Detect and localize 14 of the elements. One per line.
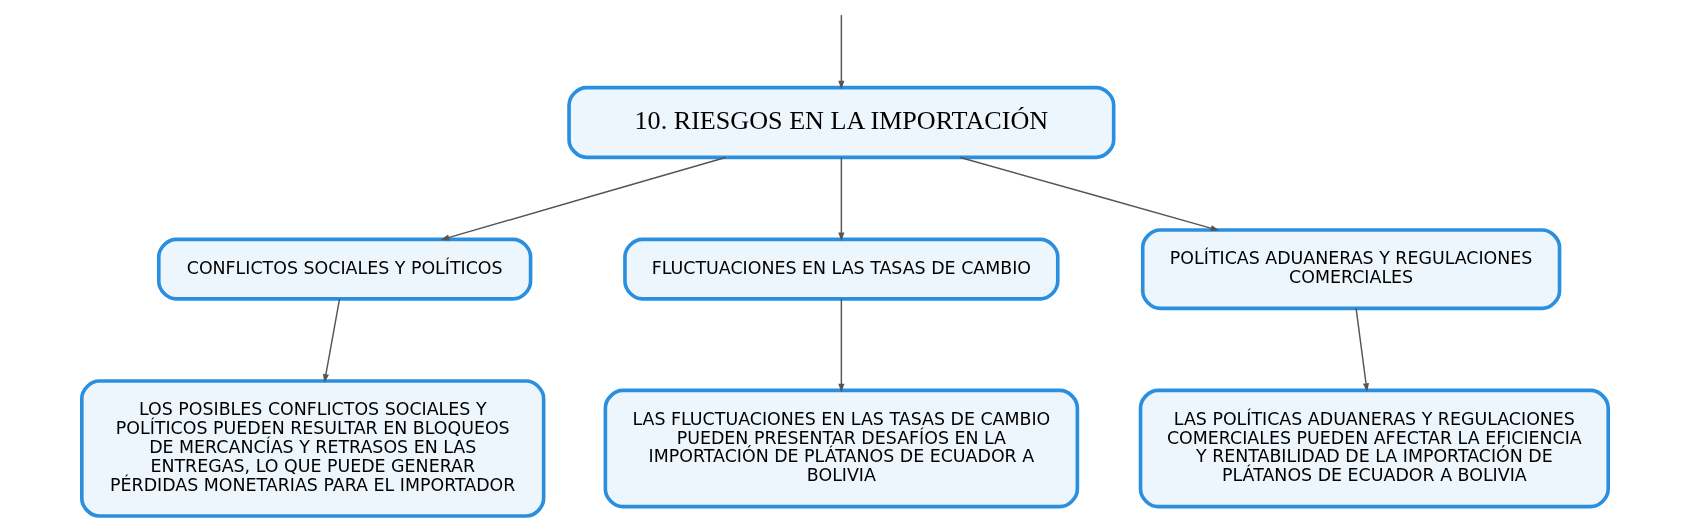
arrow xyxy=(838,298,845,393)
node-box: LOS POSIBLES CONFLICTOS SOCIALES Y POLÍTICOS PUEDEN RESULTAR EN BLOQUEOS DE MERCANCÍAS Y RETRASOS EN LAS ENTREGAS, LO QUE PUEDE GENERAR PÉRDIDAS MONETARIAS PARA EL IMPORTADOR xyxy=(80,379,546,518)
arrow xyxy=(838,14,845,90)
arrow xyxy=(440,156,727,241)
arrow xyxy=(1355,307,1369,392)
node-box: POLÍTICAS ADUANERAS Y REGULACIONES COMERCIALES xyxy=(1140,228,1562,311)
arrow xyxy=(322,298,341,383)
node-box: CONFLICTOS SOCIALES Y POLÍTICOS xyxy=(156,237,533,301)
arrow xyxy=(838,156,845,242)
node-box: LAS POLÍTICAS ADUANERAS Y REGULACIONES COMERCIALES PUEDEN AFECTAR LA EFICIENCIA Y RENTABILIDAD DE LA IMPORTACIÓN DE PLÁTANOS DE ECUADOR A BOLIVIA xyxy=(1138,388,1610,509)
node-box: LAS FLUCTUACIONES EN LAS TASAS DE CAMBIO PUEDEN PRESENTAR DESAFÍOS EN LA IMPORTACIÓN DE PLÁTANOS DE ECUADOR A BOLIVIA xyxy=(603,388,1080,509)
node-box: 10. RIESGOS EN LA IMPORTACIÓN xyxy=(567,85,1116,160)
node-box: FLUCTUACIONES EN LAS TASAS DE CAMBIO xyxy=(623,237,1060,301)
arrow xyxy=(959,156,1220,232)
